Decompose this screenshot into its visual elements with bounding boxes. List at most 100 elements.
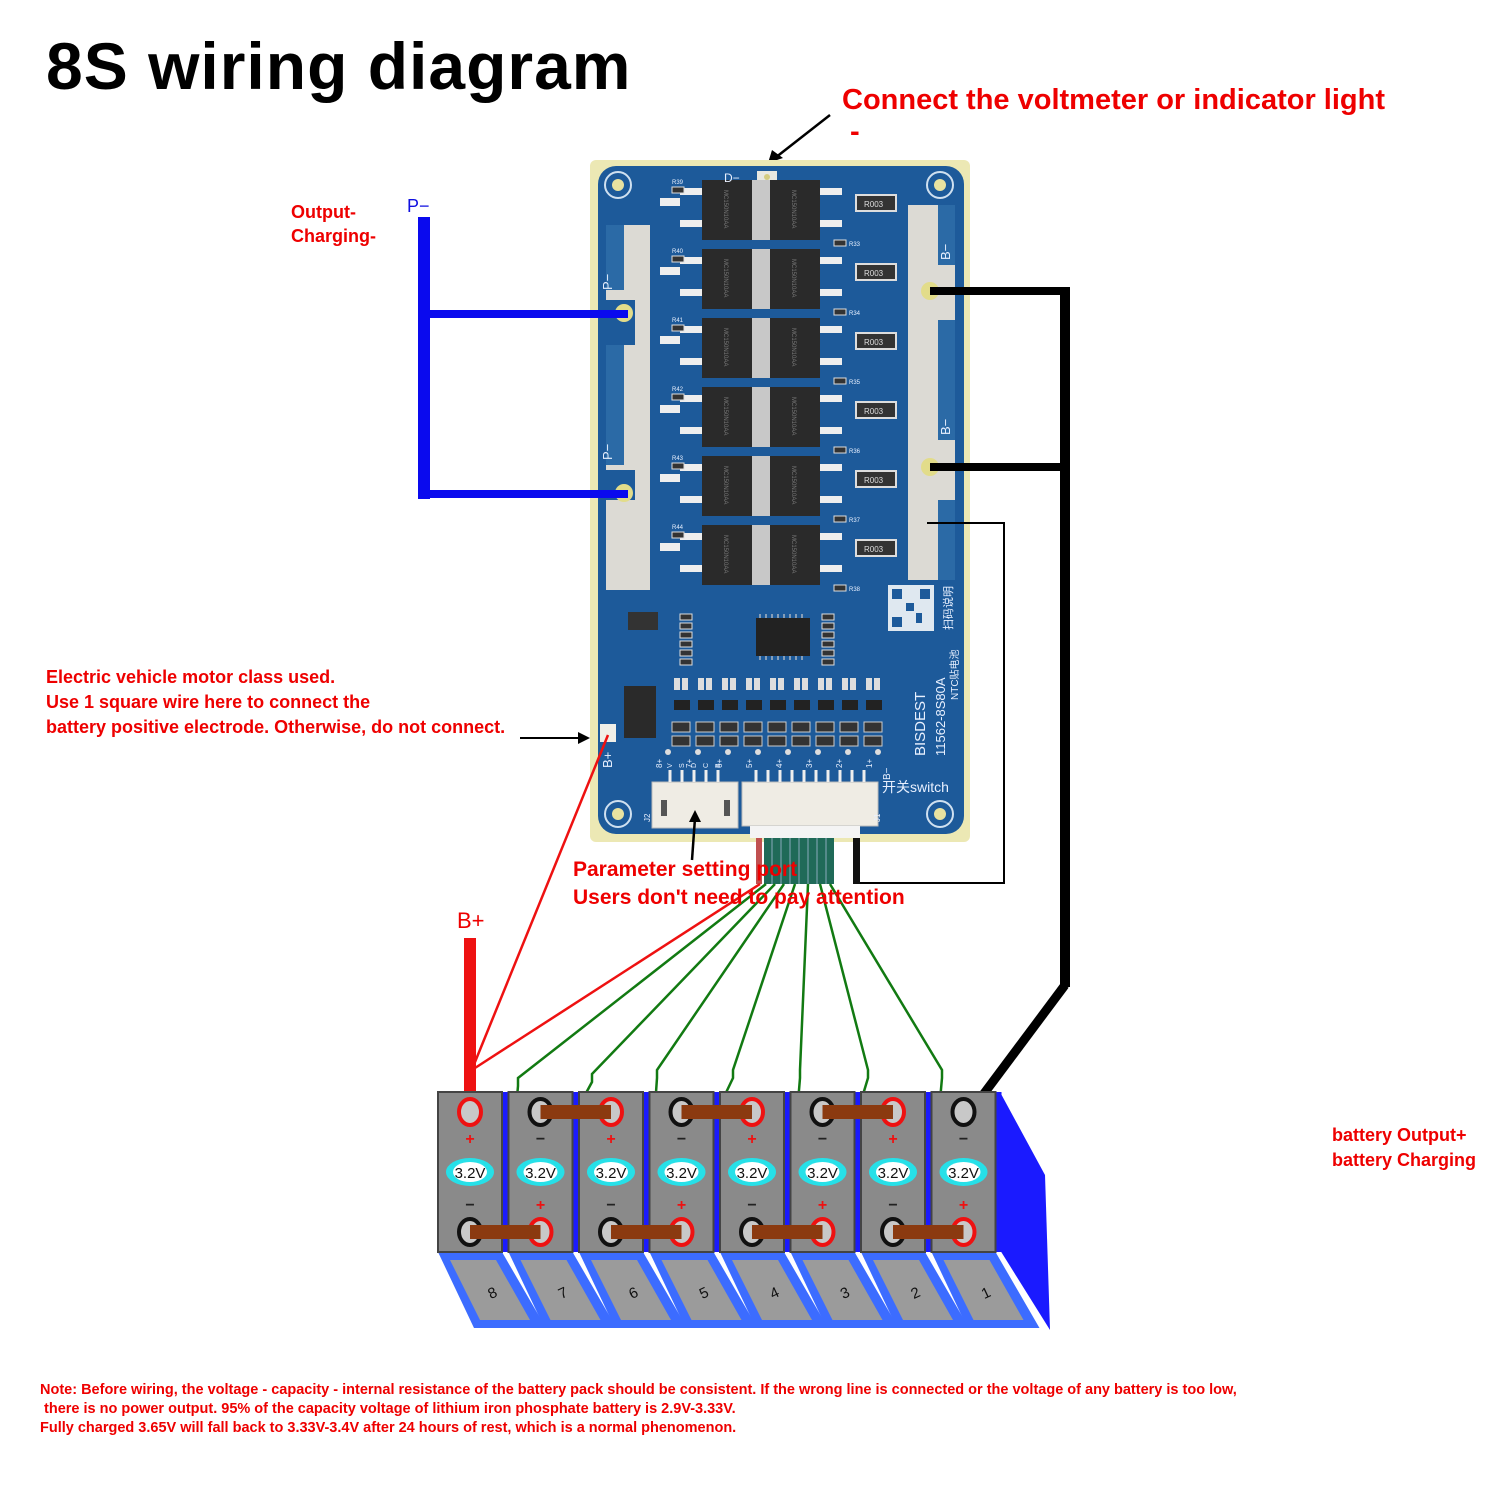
voltmeter-arrow [768, 114, 831, 163]
b-plus-wire-label: B+ [457, 908, 485, 933]
mounting-holes [604, 171, 954, 828]
mosfet-marking: MC150N10AA [722, 328, 728, 366]
j2-pin-label: D [691, 763, 698, 768]
balance-label: 8+ [655, 759, 664, 768]
battery-pack: 8+3.2V−7−3.2V+6+3.2V−5−3.2V+4+3.2V−3−3.2… [437, 1091, 1050, 1330]
mosfet-tab [752, 180, 770, 240]
mosfet-marking: MC150N10AA [790, 259, 796, 297]
balance-label: 6+ [715, 759, 724, 768]
pad-label-p-minus-1: P− [600, 274, 615, 290]
b-plus-pointer-arrow [520, 732, 590, 744]
j2-pin-label: V [667, 763, 674, 768]
bms-pcb-board: MC150N10AA MC150N10AA MC150N10AA MC150N10AA… [590, 160, 970, 884]
polarity-sign: + [888, 1131, 897, 1148]
ntc-caption: NTC贴电池 [948, 649, 961, 700]
bottom-note-line-3: Fully charged 3.65V will fall back to 3.… [40, 1420, 737, 1436]
shunt-marking: R003 [864, 545, 884, 554]
p-minus-wire [418, 217, 628, 499]
mosfet-marking: MC150N10AA [722, 466, 728, 504]
resistor-label: R42 [672, 387, 684, 393]
resistor-label: R34 [849, 311, 861, 317]
balance-label: 3+ [805, 759, 814, 768]
resistor-label: R44 [672, 525, 684, 531]
diode-d3 [628, 612, 658, 630]
pack-side-face [1000, 1092, 1050, 1330]
shunt-resistor [855, 194, 897, 212]
mosfet-marking: MC150N10AA [722, 535, 728, 573]
mosfet [770, 318, 820, 378]
mosfet-marking: MC150N10AA [722, 397, 728, 435]
diode-d6 [624, 686, 656, 738]
balance-wire [715, 883, 797, 1113]
shunt-resistor [855, 539, 897, 557]
busbar [540, 1105, 611, 1119]
polarity-sign: − [677, 1131, 686, 1148]
ev-note-line-3: battery positive electrode. Otherwise, d… [46, 717, 506, 737]
afe-ic-chip [756, 618, 810, 656]
charging-minus-text: Charging- [291, 226, 376, 246]
ev-note-line-1: Electric vehicle motor class used. [46, 667, 336, 687]
mosfet [702, 387, 752, 447]
shunt-marking: R003 [864, 407, 884, 416]
cell-voltage: 3.2V [737, 1165, 768, 1182]
polarity-sign: + [818, 1197, 827, 1214]
b-plus-pad [600, 724, 616, 742]
ev-note-line-2: Use 1 square wire here to connect the [46, 692, 371, 712]
shunt-marking: R003 [864, 200, 884, 209]
shunt-marking: R003 [864, 338, 884, 347]
pcb-brand: BISDEST [912, 692, 929, 756]
busbar [752, 1225, 823, 1239]
mosfet [770, 249, 820, 309]
j2-pin-label: B [715, 763, 722, 768]
pcb-silkscreen-labels: R39R40R41R42R43R44R33R34R35R36R37R388+7+… [655, 180, 881, 768]
balance-label: 4+ [775, 759, 784, 768]
b-minus-strip [908, 205, 955, 580]
balance-label: 5+ [745, 759, 754, 768]
polarity-sign: + [606, 1131, 615, 1148]
polarity-sign: + [747, 1131, 756, 1148]
resistor-label: R39 [672, 180, 684, 186]
mosfet [770, 525, 820, 585]
balance-label: 2+ [835, 759, 844, 768]
b-plus-wires [464, 734, 761, 1110]
mosfet [702, 249, 752, 309]
resistor-label: R40 [672, 249, 684, 255]
output-charging-minus-label: Output- Charging- [291, 200, 376, 248]
busbar [893, 1225, 964, 1239]
switch-label: 开关switch [882, 779, 949, 795]
mosfet [702, 318, 752, 378]
j1-plug [750, 826, 860, 838]
busbar [822, 1105, 893, 1119]
mosfet-tab [752, 249, 770, 309]
balance-wire [574, 883, 776, 1113]
mosfet [702, 456, 752, 516]
resistor-label: R33 [849, 242, 861, 248]
mosfet-tab [752, 525, 770, 585]
mosfet [770, 456, 820, 516]
polarity-sign: − [536, 1131, 545, 1148]
switch-loop-wire [860, 522, 1005, 884]
polarity-sign: − [959, 1131, 968, 1148]
ribbon-cable [756, 838, 860, 884]
balance-wire [818, 883, 870, 1113]
param-note-line-2: Users don't need to pay attention [573, 886, 905, 909]
shunt-marking: R003 [864, 269, 884, 278]
cell-voltage: 3.2V [525, 1165, 556, 1182]
battery-cell: 8+3.2V− [437, 1091, 546, 1328]
bottom-note-line-2: there is no power output. 95% of the cap… [40, 1401, 736, 1417]
polarity-sign: + [536, 1197, 545, 1214]
resistor-label: R35 [849, 380, 861, 386]
mosfet-array: MC150N10AA MC150N10AA MC150N10AA MC150N10AA… [660, 180, 842, 585]
p-minus-wire-label: P− [407, 196, 430, 216]
balance-label: 7+ [685, 759, 694, 768]
resistor-label: R36 [849, 449, 861, 455]
polarity-sign: − [606, 1197, 615, 1214]
ev-motor-note: Electric vehicle motor class used. Use 1… [46, 665, 505, 740]
voltmeter-note-sign: - [850, 116, 860, 148]
resistor-label: R37 [849, 518, 861, 524]
shunt-resistor [855, 401, 897, 419]
balance-components [671, 613, 883, 747]
pad-label-p-minus-2: P− [600, 444, 615, 460]
